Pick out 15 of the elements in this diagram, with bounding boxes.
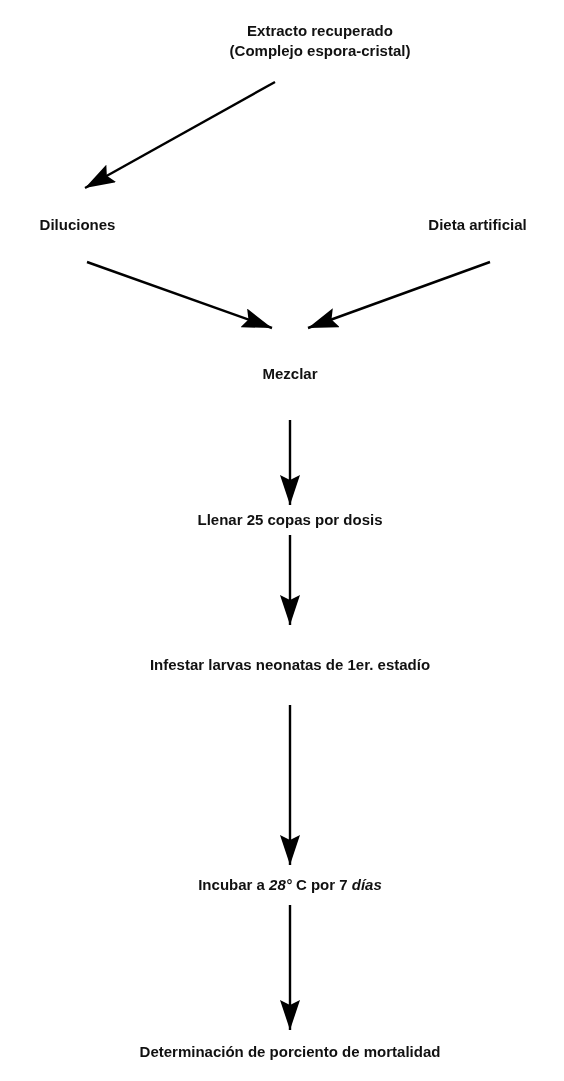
step-label: Dieta artificial xyxy=(428,214,527,235)
step-label: Diluciones xyxy=(39,214,116,235)
arrow xyxy=(86,260,273,330)
step-label: Llenar 25 copas por dosis xyxy=(197,509,383,530)
arrow xyxy=(307,260,491,330)
arrow xyxy=(280,705,300,865)
step-label: Mezclar xyxy=(262,363,318,384)
step-label: Infestar larvas neonatas de 1er. estadío xyxy=(149,654,431,675)
step-label: Incubar a 28° C por 7 días xyxy=(198,874,382,895)
arrow xyxy=(84,80,276,190)
arrow xyxy=(280,905,300,1030)
step-label: Extracto recuperado (Complejo espora-cristal) xyxy=(228,20,412,61)
arrow xyxy=(280,535,300,625)
arrow xyxy=(280,420,300,505)
step-label: Determinación de porciento de mortalidad xyxy=(139,1042,441,1063)
